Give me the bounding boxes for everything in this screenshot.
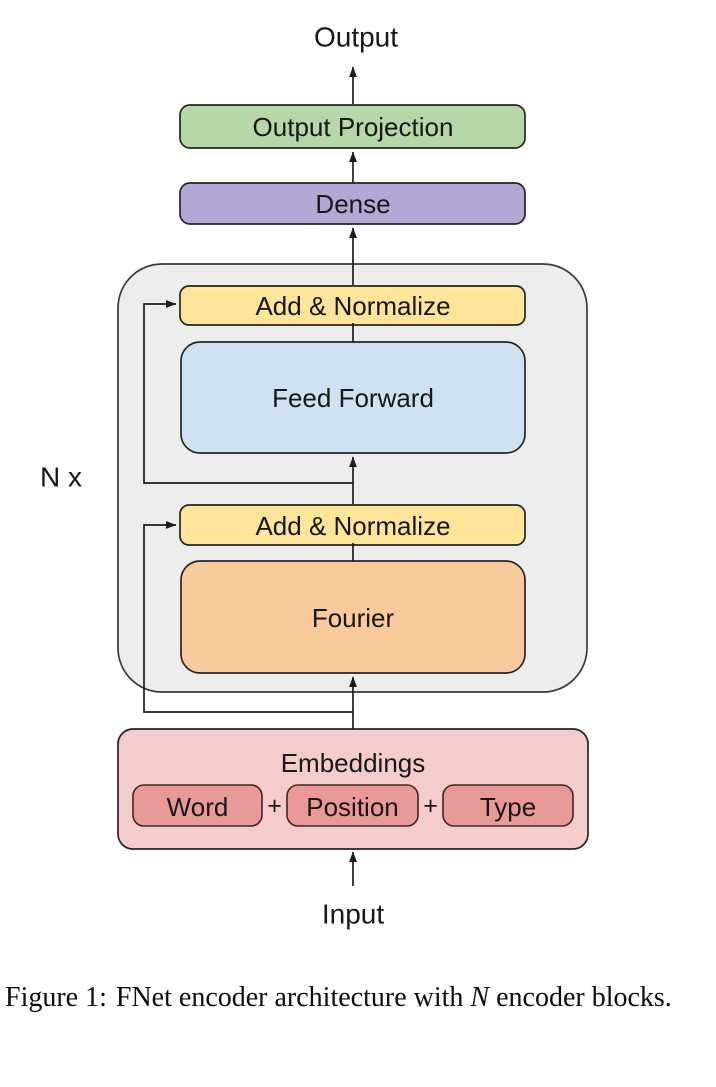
caption-text-after: encoder blocks. bbox=[496, 982, 672, 1013]
dense-label: Dense bbox=[315, 189, 390, 219]
connector-lines bbox=[143, 66, 357, 886]
plus-sign-right: + bbox=[423, 792, 438, 820]
plus-sign-left: + bbox=[267, 792, 282, 820]
caption-text-before: FNet encoder architecture with bbox=[115, 982, 464, 1013]
input-label: Input bbox=[322, 899, 384, 930]
word-label: Word bbox=[167, 792, 229, 822]
add-normalize-bottom-label: Add & Normalize bbox=[255, 511, 450, 541]
add-normalize-top-label: Add & Normalize bbox=[255, 291, 450, 321]
repeat-count-label: N x bbox=[40, 462, 82, 493]
output-label: Output bbox=[314, 22, 398, 53]
position-embedding-box bbox=[286, 784, 419, 827]
fourier-label: Fourier bbox=[312, 603, 395, 633]
caption-figure-number: Figure 1: bbox=[5, 982, 107, 1013]
embeddings-label: Embeddings bbox=[281, 748, 426, 778]
skip-connection-bottom bbox=[143, 521, 353, 713]
output-projection-box bbox=[179, 104, 526, 149]
word-embedding-box bbox=[132, 784, 263, 827]
feed-forward-label: Feed Forward bbox=[272, 383, 434, 413]
caption-n-symbol: N bbox=[470, 982, 490, 1013]
figure-caption: Figure 1:FNet encoder architecture with … bbox=[5, 981, 709, 1015]
skip-connection-top bbox=[143, 300, 353, 484]
type-label: Type bbox=[480, 792, 536, 822]
fnet-architecture-diagram: Output Output Projection Dense Add & Nor… bbox=[40, 22, 589, 930]
output-projection-label: Output Projection bbox=[253, 112, 454, 142]
type-embedding-box bbox=[442, 784, 574, 827]
position-label: Position bbox=[306, 792, 399, 822]
